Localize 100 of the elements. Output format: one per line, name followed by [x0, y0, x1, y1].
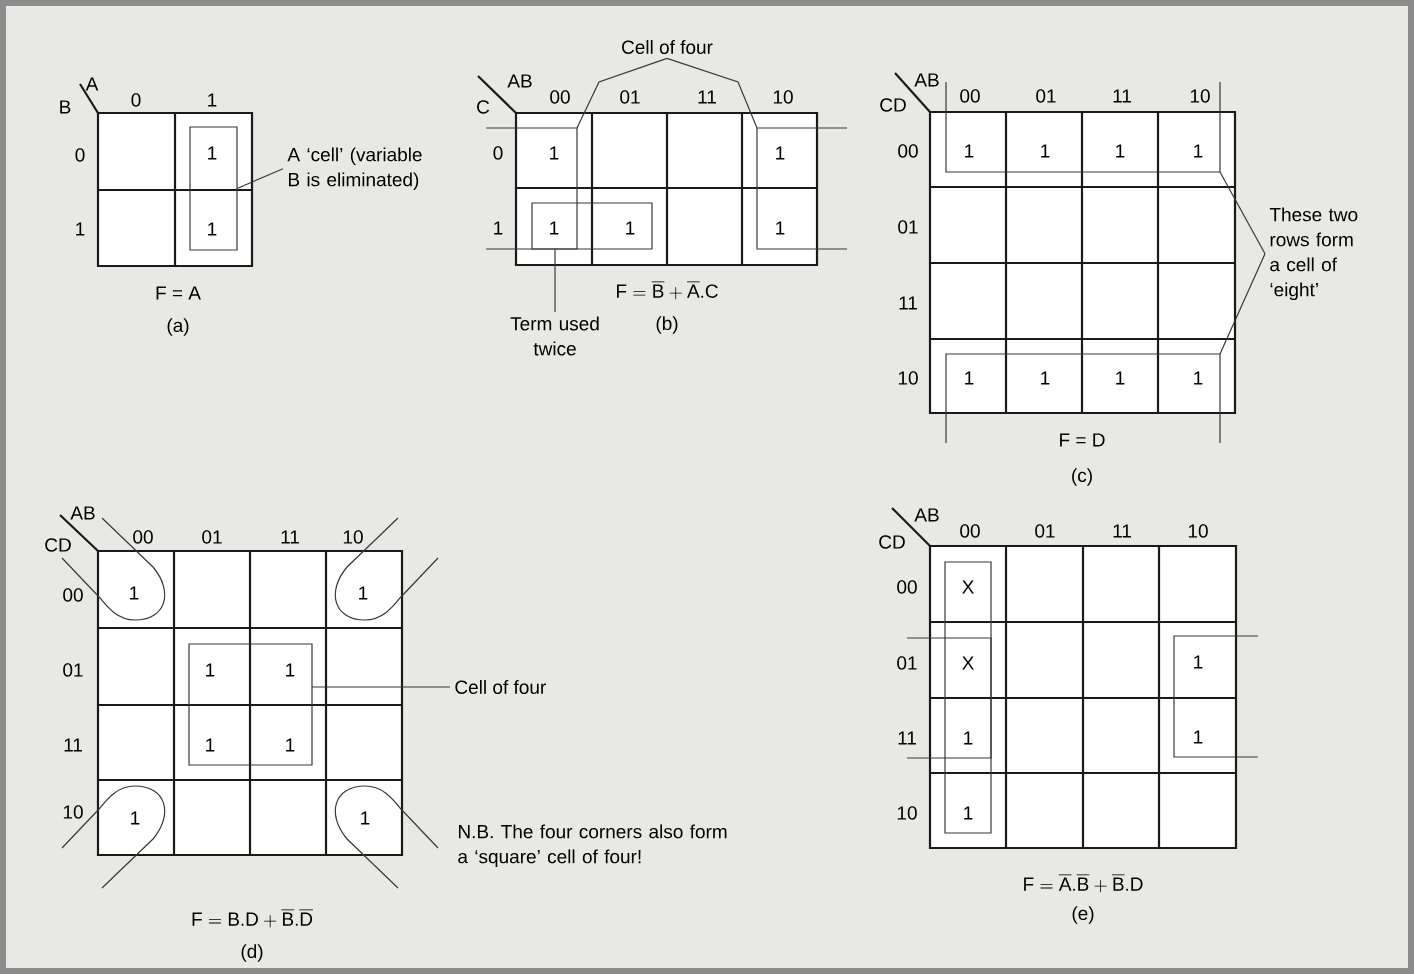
row-header: 11 [64, 738, 82, 752]
cell-value: 1 [1194, 371, 1203, 385]
row-header: 01 [898, 220, 918, 234]
column-header: 10 [773, 90, 793, 104]
panel-caption: (e) [1072, 906, 1094, 924]
cell-value: 1 [550, 146, 559, 160]
variable-label: CD [879, 535, 905, 549]
cell-value: 1 [1194, 655, 1203, 669]
formula: F = A [156, 286, 201, 300]
grouping-loop [485, 127, 578, 250]
panel-caption: (b) [656, 316, 678, 334]
leader-line [236, 168, 284, 190]
formula: $\mathsf{F} = \mathsf{B}.\mathsf{D} + \overline{\mathsf{B}}.\overline{\mathsf{D}}$ [192, 909, 313, 928]
cell-value: 1 [1194, 730, 1203, 744]
leader-line [666, 57, 758, 129]
cell-value: 1 [1116, 144, 1125, 158]
panel-caption: (a) [167, 318, 189, 336]
cell-value: 1 [286, 738, 295, 752]
variable-label: CD [880, 98, 906, 112]
cell-value: 1 [1041, 144, 1050, 158]
variable-label: AB [507, 74, 532, 88]
cell-value: 1 [208, 222, 217, 236]
leader-line [1219, 171, 1266, 255]
column-header: 00 [960, 524, 980, 538]
cell-value: 1 [131, 811, 140, 825]
annotation: These two rows form a cell of ‘eight’ [1269, 207, 1358, 301]
row-header: 01 [897, 656, 917, 670]
row-header: 10 [897, 806, 917, 820]
row-header: 11 [898, 731, 916, 745]
grouping-loop [756, 127, 848, 250]
row-header: 1 [494, 221, 503, 235]
column-header: 10 [1190, 89, 1210, 103]
row-header: 01 [63, 663, 83, 677]
column-header: 11 [698, 90, 716, 104]
row-header: 11 [899, 296, 917, 310]
panel-caption: (d) [241, 944, 263, 962]
grouping-loop [189, 126, 238, 251]
cell-value: X [962, 580, 974, 594]
column-header: 10 [343, 530, 363, 544]
column-header: 1 [208, 93, 217, 107]
row-header: 00 [897, 580, 917, 594]
column-header: 01 [620, 90, 640, 104]
column-header: 11 [1113, 524, 1131, 538]
cell-value: X [962, 656, 974, 670]
row-header: 00 [898, 144, 918, 158]
column-header: 00 [960, 89, 980, 103]
cell-value: 1 [964, 806, 973, 820]
cell-value: 1 [208, 146, 217, 160]
column-header: 01 [202, 530, 222, 544]
row-header: 1 [76, 222, 85, 236]
cell-value: 1 [965, 144, 974, 158]
column-header: 10 [1188, 524, 1208, 538]
cell-value: 1 [964, 731, 973, 745]
cell-value: 1 [206, 663, 215, 677]
variable-label: AB [914, 508, 939, 522]
variable-label: AB [914, 73, 939, 87]
row-header: 10 [63, 805, 83, 819]
annotation: A ‘cell’ (variable B is eliminated) [287, 147, 422, 191]
annotation: Cell of four [622, 40, 713, 54]
note: N.B. The four corners also form a ‘square’ cell of four! [458, 824, 727, 868]
row-header: 0 [493, 146, 503, 160]
cell-value: 1 [1041, 371, 1050, 385]
cell-value: 1 [1116, 371, 1125, 385]
cell-value: 1 [206, 738, 215, 752]
cell-value: 1 [359, 586, 368, 600]
column-header: 01 [1035, 524, 1055, 538]
variable-label: B [60, 100, 71, 114]
row-header: 00 [63, 588, 83, 602]
column-header: 0 [131, 93, 141, 107]
column-header: 11 [1113, 89, 1131, 103]
variable-label: AB [70, 506, 95, 520]
variable-label: A [85, 77, 99, 91]
grouping-loop [188, 643, 313, 766]
cell-value: 1 [1194, 144, 1203, 158]
cell-value: 1 [361, 811, 370, 825]
leader-line [576, 57, 668, 129]
row-header: 10 [898, 371, 918, 385]
cell-value: 1 [776, 221, 785, 235]
panel-caption: (c) [1072, 468, 1092, 486]
formula: $\mathsf{F} = \overline{\mathsf{A}}.\overline{\mathsf{B}} + \overline{\mathsf{B}}.\mathsf{D}$ [1024, 874, 1143, 893]
formula: $\mathsf{F} = \overline{\mathsf{B}} + \overline{\mathsf{A}}.\mathsf{C}$ [617, 281, 718, 300]
grouping-loop [945, 81, 1221, 173]
variable-label: C [477, 100, 490, 114]
cell-value: 1 [776, 146, 785, 160]
formula: F = D [1060, 433, 1105, 447]
variable-label: CD [45, 538, 71, 552]
row-header: 0 [75, 148, 85, 162]
leader-line [311, 686, 451, 688]
cell-value: 1 [965, 371, 974, 385]
cell-value: 1 [626, 221, 635, 235]
grouping-loop [531, 202, 653, 250]
column-header: 00 [550, 90, 570, 104]
annotation: Term used twice [510, 316, 599, 356]
cell-value: 1 [286, 663, 295, 677]
cell-value: 1 [130, 586, 139, 600]
column-header: 11 [281, 530, 299, 544]
leader-line [1219, 253, 1266, 355]
cell-value: 1 [550, 221, 559, 235]
column-header: 01 [1036, 89, 1056, 103]
column-header: 00 [133, 530, 153, 544]
